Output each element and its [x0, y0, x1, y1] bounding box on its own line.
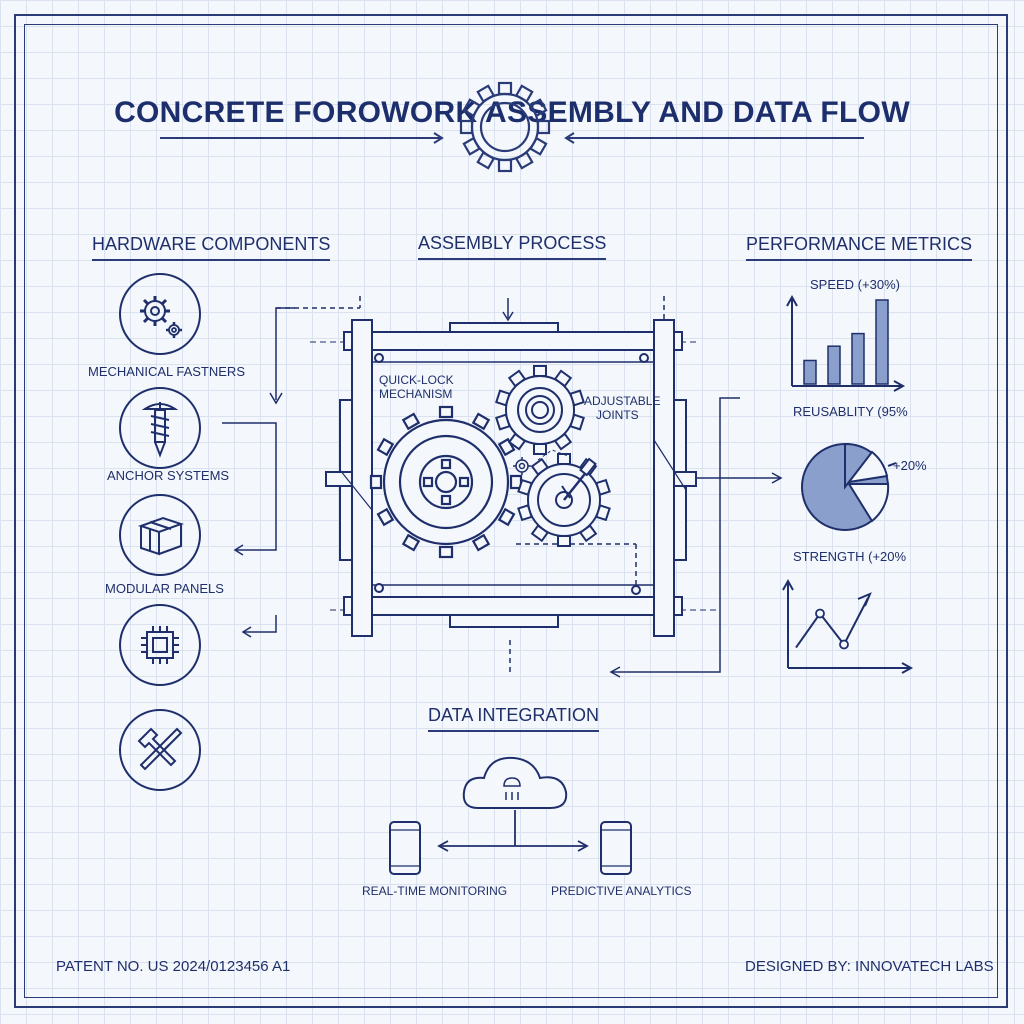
quick-lock-label-line2: MECHANISM [379, 387, 453, 401]
cloud-icon [462, 756, 568, 809]
phone-icon-right [600, 821, 632, 875]
reusability-label: REUSABLITY (95% [793, 404, 908, 419]
patent-number: PATENT NO. US 2024/0123456 A1 [56, 958, 291, 975]
strength-label: STRENGTH (+20% [793, 549, 907, 564]
phone-icon-left [389, 821, 421, 875]
assembly-process-heading: ASSEMBLY PROCESS [418, 233, 607, 260]
data-integration-heading: DATA INTEGRATION [428, 705, 600, 732]
speed-bar [827, 345, 841, 385]
box-icon [119, 494, 201, 576]
hardware-label-mechanical-fastners: MECHANICAL FASTNERS [88, 364, 245, 379]
pie-side-label: +20% [893, 458, 927, 473]
screw-icon [119, 387, 201, 469]
adjustable-joints-label-line2: JOINTS [596, 408, 639, 422]
designer-credit: DESIGNED BY: INNOVATECH LABS [745, 958, 994, 975]
reusability-pie-chart [801, 442, 897, 531]
adjustable-joints-label-line1: ADJUSTABLE [584, 394, 661, 408]
gears-icon [119, 273, 201, 355]
real-time-monitoring-label: REAL-TIME MONITORING [362, 884, 508, 898]
hardware-components-heading: HARDWARE COMPONENTS [92, 234, 331, 261]
speed-bar [803, 359, 817, 385]
predictive-analytics-label: PREDICTIVE ANALYTICS [551, 884, 692, 898]
speed-bar [875, 299, 889, 385]
speed-label: SPEED (+30%) [810, 277, 900, 292]
chip-icon [119, 604, 201, 686]
title-decoration [160, 81, 864, 173]
strength-arrowhead [857, 592, 872, 607]
outer-frame [14, 14, 1008, 1008]
strength-point [815, 608, 825, 619]
strength-line [795, 592, 872, 650]
speed-bars [803, 299, 889, 385]
strength-polyline [795, 597, 869, 649]
speed-bar-chart [786, 294, 906, 392]
strength-point [839, 639, 849, 650]
hardware-label-modular-panels: MODULAR PANELS [105, 581, 224, 596]
performance-metrics-heading: PERFORMANCE METRICS [746, 234, 973, 261]
title-gear-icon [459, 81, 551, 173]
page-title: CONCRETE FOROWORK ASSEMBLY AND DATA FLOW [114, 96, 910, 129]
strength-line-chart [782, 578, 914, 674]
hardware-label-anchor-systems: ANCHOR SYSTEMS [107, 468, 230, 483]
tools-icon [119, 709, 201, 791]
speed-bar [851, 332, 865, 385]
inner-frame [24, 24, 998, 998]
quick-lock-label-line1: QUICK-LOCK [379, 373, 454, 387]
